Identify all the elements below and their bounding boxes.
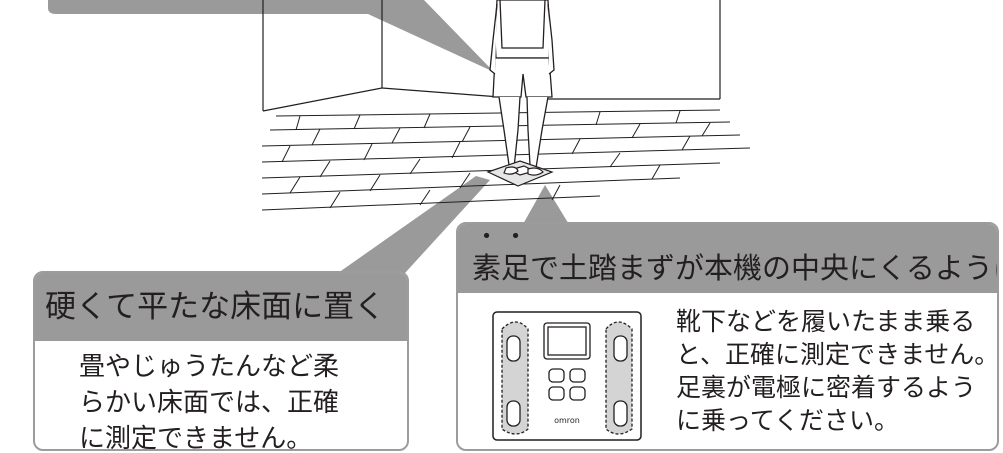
room-walls [262,0,721,112]
barefoot-heading: 素足で土踏まずが本機の中央にくるように乗る [458,224,997,293]
barefoot-emphasis-char: 素 [472,250,501,286]
barefoot-body: omron 靴下などを履いたまま乗る と、正確に測定できません。 足裏が電極に密… [458,293,999,449]
floor-surface-callout: 硬くて平たな床面に置く 畳やじゅうたんなど柔 らかい床面では、正確 に測定できま… [33,271,409,451]
floor-surface-body: 畳やじゅうたんなど柔 らかい床面では、正確 に測定できません。 [35,341,407,451]
barefoot-instructions: 靴下などを履いたまま乗る と、正確に測定できません。 足裏が電極に密着するよう … [676,305,999,437]
barefoot-callout: 素足で土踏まずが本機の中央にくるように乗る omron [456,222,999,451]
floor-scale-illustration [486,160,554,187]
person-standing-illustration [489,0,555,170]
barefoot-heading-rest: で土踏まずが本機の中央にくるように乗る [530,251,997,285]
floor-surface-heading: 硬くて平たな床面に置く [35,273,407,341]
right-callout-pointer [522,185,570,226]
barefoot-line: に乗ってください。 [676,406,900,435]
left-callout-pointer [338,176,490,273]
barefoot-line: と、正確に測定できません。 [676,340,999,369]
floor-surface-line: に測定できません。 [79,424,313,451]
barefoot-emphasis-char: 足 [501,250,530,286]
barefoot-line: 靴下などを履いたまま乗る [676,307,976,336]
floor-surface-line: らかい床面では、正確 [79,388,340,418]
barefoot-line: 足裏が電極に密着するよう [676,373,977,402]
top-callout-pointer [48,0,494,72]
scale-brand-logo: omron [554,416,580,425]
body-composition-scale-icon: omron [492,311,642,441]
floor-surface-line: 畳やじゅうたんなど柔 [79,352,340,382]
